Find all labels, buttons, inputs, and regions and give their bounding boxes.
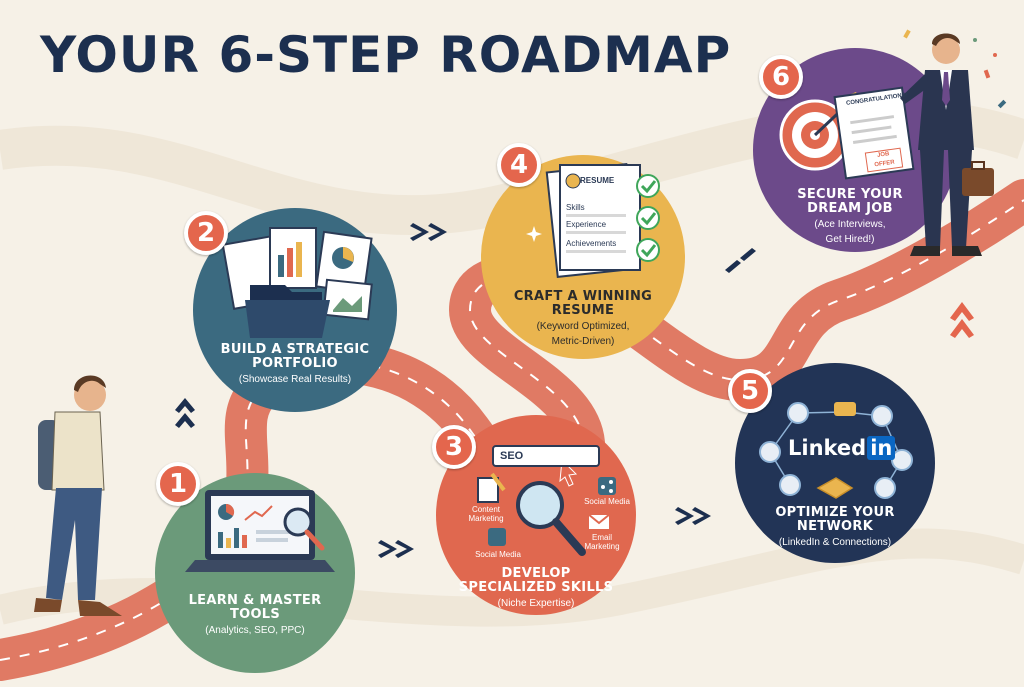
chevron-arrows-icon xyxy=(175,223,756,558)
step-6-heading-line2: DREAM JOB xyxy=(807,201,893,216)
linkedin-in-badge: in xyxy=(867,436,896,460)
folder-icon xyxy=(245,285,330,338)
thumbs-up-icon xyxy=(488,528,506,546)
confetti xyxy=(879,29,1007,109)
social-media-tag-right: Social Media xyxy=(584,497,630,506)
step-4-subtitle-line1: (Keyword Optimized, xyxy=(536,321,630,332)
step-6-subtitle-line1: (Ace Interviews, xyxy=(814,219,886,230)
share-icon xyxy=(598,477,616,495)
contact-avatar-icon xyxy=(759,402,913,499)
step-3-badge: 3 xyxy=(432,425,476,469)
step-2-subtitle: (Showcase Real Results) xyxy=(238,374,352,385)
email-marketing-tag: Email Marketing xyxy=(584,533,620,551)
step-4-label: CRAFT A WINNING RESUME (Keyword Optimize… xyxy=(508,290,658,348)
linkedin-wordmark: Linked xyxy=(788,436,867,460)
step-6-badge: 6 xyxy=(759,55,803,99)
target-icon xyxy=(779,92,858,171)
step-1-heading-line1: LEARN & MASTER xyxy=(188,593,322,608)
handshake-icon xyxy=(816,477,854,499)
sparkle-icon xyxy=(526,226,542,242)
step-3-heading-line2: SPECIALIZED SKILLS xyxy=(458,580,614,595)
resume-experience: Experience xyxy=(566,220,607,229)
laptop-icon xyxy=(185,490,335,572)
step-1-badge: 1 xyxy=(156,462,200,506)
step-5-label: OPTIMIZE YOUR NETWORK (LinkedIn & Connec… xyxy=(755,506,915,549)
step-6-label: SECURE YOUR DREAM JOB (Ace Interviews, G… xyxy=(780,188,920,246)
step-1-label: LEARN & MASTER TOOLS (Analytics, SEO, PP… xyxy=(175,594,335,637)
road xyxy=(0,179,1024,681)
step-5-badge: 5 xyxy=(728,369,772,413)
seo-search-input: SEO xyxy=(492,445,600,467)
page-title: YOUR 6-STEP ROADMAP xyxy=(40,26,732,84)
content-marketing-icon xyxy=(477,472,506,503)
step-2-heading-line2: PORTFOLIO xyxy=(252,356,338,371)
step-2-heading-line1: BUILD A STRATEGIC xyxy=(220,342,370,357)
checkmark-icon xyxy=(636,174,660,262)
step-4-subtitle-line2: Metric-Driven) xyxy=(551,336,615,347)
step-5-heading-line2: NETWORK xyxy=(796,519,874,534)
step-3-label: DEVELOP SPECIALIZED SKILLS (Niche Expert… xyxy=(451,567,621,610)
step-4-heading-line1: CRAFT A WINNING xyxy=(513,289,653,304)
step-4-heading-line2: RESUME xyxy=(551,303,615,318)
step-3-heading-line1: DEVELOP xyxy=(501,566,571,581)
step-1-subtitle: (Analytics, SEO, PPC) xyxy=(205,625,305,636)
hired-professional-figure xyxy=(900,33,994,256)
offer-letter-icon xyxy=(833,86,915,180)
resume-skills: Skills xyxy=(566,203,585,212)
step-5-subtitle: (LinkedIn & Connections) xyxy=(778,537,892,548)
step-6-heading-line1: SECURE YOUR xyxy=(797,187,903,202)
step-2-badge: 2 xyxy=(184,211,228,255)
resume-title: RESUME xyxy=(580,176,615,185)
job-seeker-figure xyxy=(34,375,122,616)
social-media-tag-left: Social Media xyxy=(475,550,521,559)
step-2-label: BUILD A STRATEGIC PORTFOLIO (Showcase Re… xyxy=(210,343,380,386)
step-3-subtitle: (Niche Expertise) xyxy=(497,598,575,609)
step-5-heading-line1: OPTIMIZE YOUR xyxy=(775,505,895,520)
step-4-badge: 4 xyxy=(497,143,541,187)
content-marketing-tag: Content Marketing xyxy=(468,505,504,523)
portfolio-docs-icon xyxy=(221,227,373,321)
magnifier-large-icon xyxy=(516,481,586,556)
briefcase-icon xyxy=(962,161,994,196)
chat-icon xyxy=(834,402,856,416)
step-6-subtitle-line2: Get Hired!) xyxy=(825,234,875,245)
resume-icon xyxy=(545,163,641,278)
arrow-up-icon xyxy=(950,302,974,338)
resume-achievements: Achievements xyxy=(566,239,617,248)
email-icon xyxy=(587,513,611,531)
step-1-heading-line2: TOOLS xyxy=(229,607,281,622)
magnifier-icon xyxy=(283,507,325,551)
